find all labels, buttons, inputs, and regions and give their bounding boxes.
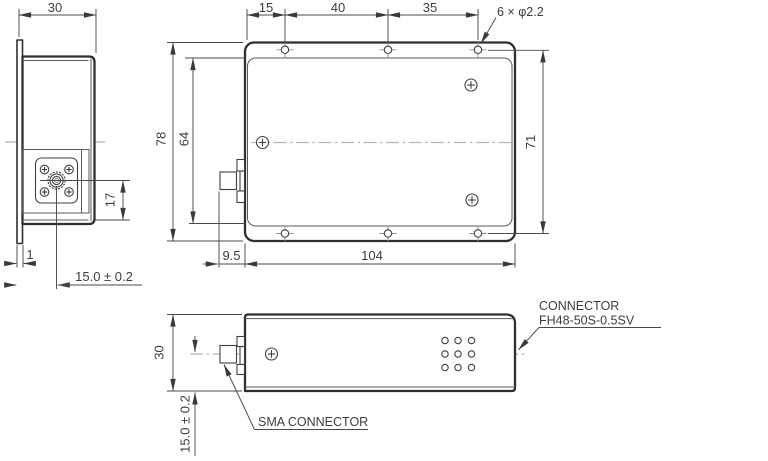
dim-pitch-c-label: 35 xyxy=(423,0,437,15)
sma-connector-plan xyxy=(219,158,246,204)
dim-hole-span-label: 71 xyxy=(523,135,538,149)
holes-note-label: 6 × φ2.2 xyxy=(497,5,544,19)
side-body-inner-edges xyxy=(22,59,92,221)
front-body-outline xyxy=(243,313,517,393)
dim-bottom-widths: 9.5 104 xyxy=(203,191,516,268)
lid-screw-icon xyxy=(465,193,479,207)
dim-pitch-a-label: 15 xyxy=(259,0,273,15)
lid-outline xyxy=(247,57,513,227)
dim-side-connector-position: 15.0 ± 0.2 xyxy=(4,186,142,289)
dim-plate-thickness-label: 1 xyxy=(26,247,33,262)
dim-side-width-label: 30 xyxy=(48,0,62,15)
connector-note-line2: FH48-50S-0.5SV xyxy=(539,314,635,328)
sma-connector-front xyxy=(219,335,246,376)
dim-side-connector-position-label: 15.0 ± 0.2 xyxy=(75,269,133,284)
dim-front-height-label: 30 xyxy=(152,345,167,359)
flange-screw-icon xyxy=(64,187,74,197)
connector-note-line1: CONNECTOR xyxy=(539,299,619,313)
sma-callout: SMA CONNECTOR xyxy=(223,364,368,430)
side-view: 30 17 1 15.0 ± 0.2 xyxy=(4,0,142,289)
dim-hole-pitches: 15 40 35 xyxy=(246,0,479,43)
dim-connector-offset-label: 17 xyxy=(103,193,118,207)
dim-full-width-label: 104 xyxy=(361,248,383,263)
dim-plate-thickness: 1 xyxy=(4,245,36,268)
dim-lid-height: 64 xyxy=(177,57,246,224)
lid-screw-icon xyxy=(464,78,478,92)
connector-panel xyxy=(22,149,90,214)
lid-screw-icon xyxy=(255,135,270,150)
dim-front-height: 30 xyxy=(152,314,242,392)
dim-pitch-b-label: 40 xyxy=(331,0,345,15)
flange-screw-icon xyxy=(39,164,50,175)
front-view: 30 15.0 ± 0.2 SMA CONNECTOR CONNECTOR FH… xyxy=(152,299,661,456)
dim-side-width: 30 xyxy=(18,0,97,53)
top-view: 15 40 35 6 × φ2.2 71 78 64 xyxy=(154,0,549,268)
dim-front-connector-position: 15.0 ± 0.2 xyxy=(178,336,198,456)
dim-hole-span: 71 xyxy=(488,49,549,234)
vent-hole-grid xyxy=(441,336,476,372)
flange-screw-icon xyxy=(39,187,50,197)
dim-front-connector-position-label: 15.0 ± 0.2 xyxy=(178,395,193,453)
dim-connector-offset: 17 xyxy=(40,180,130,221)
dim-full-height: 78 xyxy=(154,42,243,242)
dim-full-height-label: 78 xyxy=(154,132,169,146)
holes-callout: 6 × φ2.2 xyxy=(480,5,544,44)
dim-lid-height-label: 64 xyxy=(177,132,192,146)
sma-note-label: SMA CONNECTOR xyxy=(258,415,368,429)
board-connector-callout: CONNECTOR FH48-50S-0.5SV xyxy=(518,299,661,351)
dim-protrusion-label: 9.5 xyxy=(222,248,240,263)
case-outline xyxy=(243,41,517,243)
flange-screw-icon xyxy=(64,164,74,175)
front-screw-icon xyxy=(264,347,279,361)
